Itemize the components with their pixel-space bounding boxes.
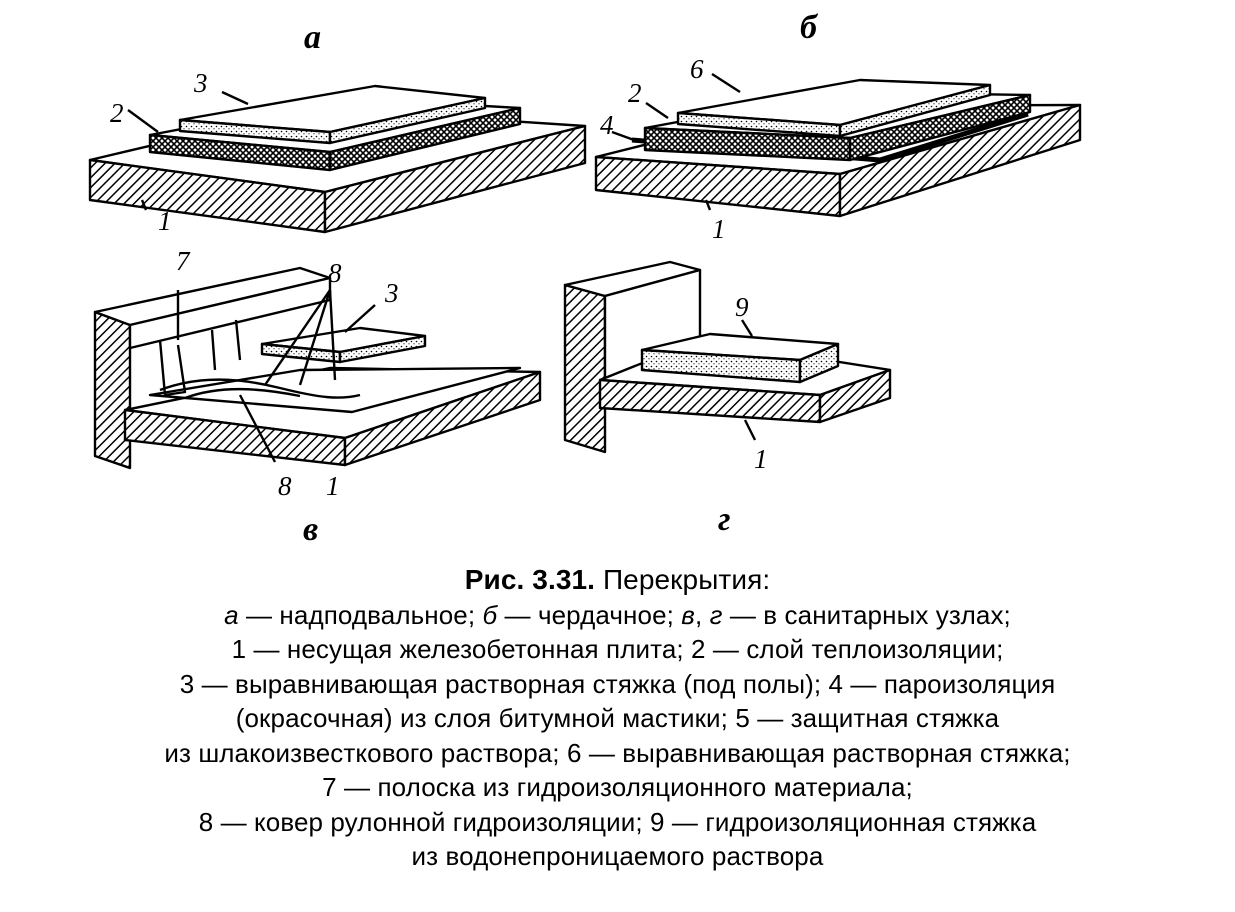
callout-6-b: 6 — [690, 54, 704, 84]
waterproof-strip-v — [158, 339, 187, 397]
panel-letter-v: в — [303, 511, 318, 548]
callout-9-g: 9 — [735, 292, 749, 322]
legend-letter-b: б — [482, 599, 498, 630]
callout-2-b: 2 — [628, 78, 642, 108]
caption-title: Рис. 3.31. Перекрытия: — [0, 563, 1235, 598]
callout-1-g: 1 — [754, 444, 768, 474]
slab-side-a — [323, 124, 587, 234]
figure-caption: Рис. 3.31. Перекрытия: а — надподвальное… — [0, 563, 1235, 874]
caption-line-1: а — надподвальное; б — чердачное; в, г —… — [0, 598, 1235, 633]
callout-1-v: 1 — [326, 471, 340, 501]
legend-text-vg: — в санитарных узлах; — [729, 599, 1011, 630]
caption-line-7: 8 — ковер рулонной гидроизоляции; 9 — ги… — [198, 806, 1037, 837]
panel-letter-g: г — [718, 501, 731, 538]
insulation-side-a — [328, 106, 522, 172]
callout-2-a: 2 — [110, 98, 124, 128]
callout-3-v: 3 — [384, 278, 399, 308]
callout-8-bottom-v: 8 — [278, 471, 292, 501]
screed-side-a — [328, 96, 487, 145]
panel-letter-a: а — [304, 19, 321, 56]
waterproof-screed-side-g — [798, 342, 840, 384]
caption-line-5: из шлакоизвесткового раствора; 6 — вырав… — [164, 737, 1071, 768]
legend-letter-v: в — [681, 599, 695, 630]
figure-label: Рис. 3.31. — [464, 564, 596, 595]
panel-v — [93, 266, 542, 470]
legend-text-b: — чердачное; — [504, 599, 674, 630]
panel-g — [563, 260, 892, 454]
wall-front-v — [93, 310, 132, 470]
callout-1-b: 1 — [712, 214, 726, 244]
slab-side-b — [838, 103, 1082, 218]
slab-side-v — [343, 370, 542, 467]
panel-letter-b: б — [800, 9, 819, 46]
legend-comma: , — [694, 599, 703, 630]
callout-3-a: 3 — [193, 68, 208, 98]
legend-letter-g: г — [709, 599, 723, 630]
callout-1-a: 1 — [158, 206, 172, 236]
figure-title: Перекрытия: — [602, 564, 771, 595]
caption-line-4: (окрасочная) из слоя битумной мастики; 5… — [235, 703, 1000, 733]
screed-side-v — [338, 334, 427, 364]
screed-side-b — [838, 83, 992, 138]
caption-line-2: 1 — несущая железобетонная плита; 2 — сл… — [231, 634, 1004, 664]
legend-letter-a: а — [224, 599, 239, 630]
panel-b — [594, 72, 1082, 218]
caption-line-8: из водонепроницаемого раствора — [411, 841, 824, 871]
callout-8-top-v: 8 — [328, 258, 342, 288]
caption-line-6: 7 — полоска из гидроизоляционного матери… — [322, 772, 913, 802]
insulation-side-b — [848, 93, 1032, 162]
panel-a — [88, 84, 587, 234]
wall-front-g — [563, 283, 607, 454]
legend-text-a: — надподвальное; — [246, 599, 476, 630]
slab-side-g — [818, 368, 892, 424]
caption-line-3: 3 — выравнивающая растворная стяжка (под… — [179, 668, 1056, 699]
callout-4-b: 4 — [600, 110, 614, 140]
floor-slab-diagram: а 3 2 1 б 6 2 4 1 — [88, 9, 1082, 548]
callout-7-v: 7 — [176, 246, 191, 276]
